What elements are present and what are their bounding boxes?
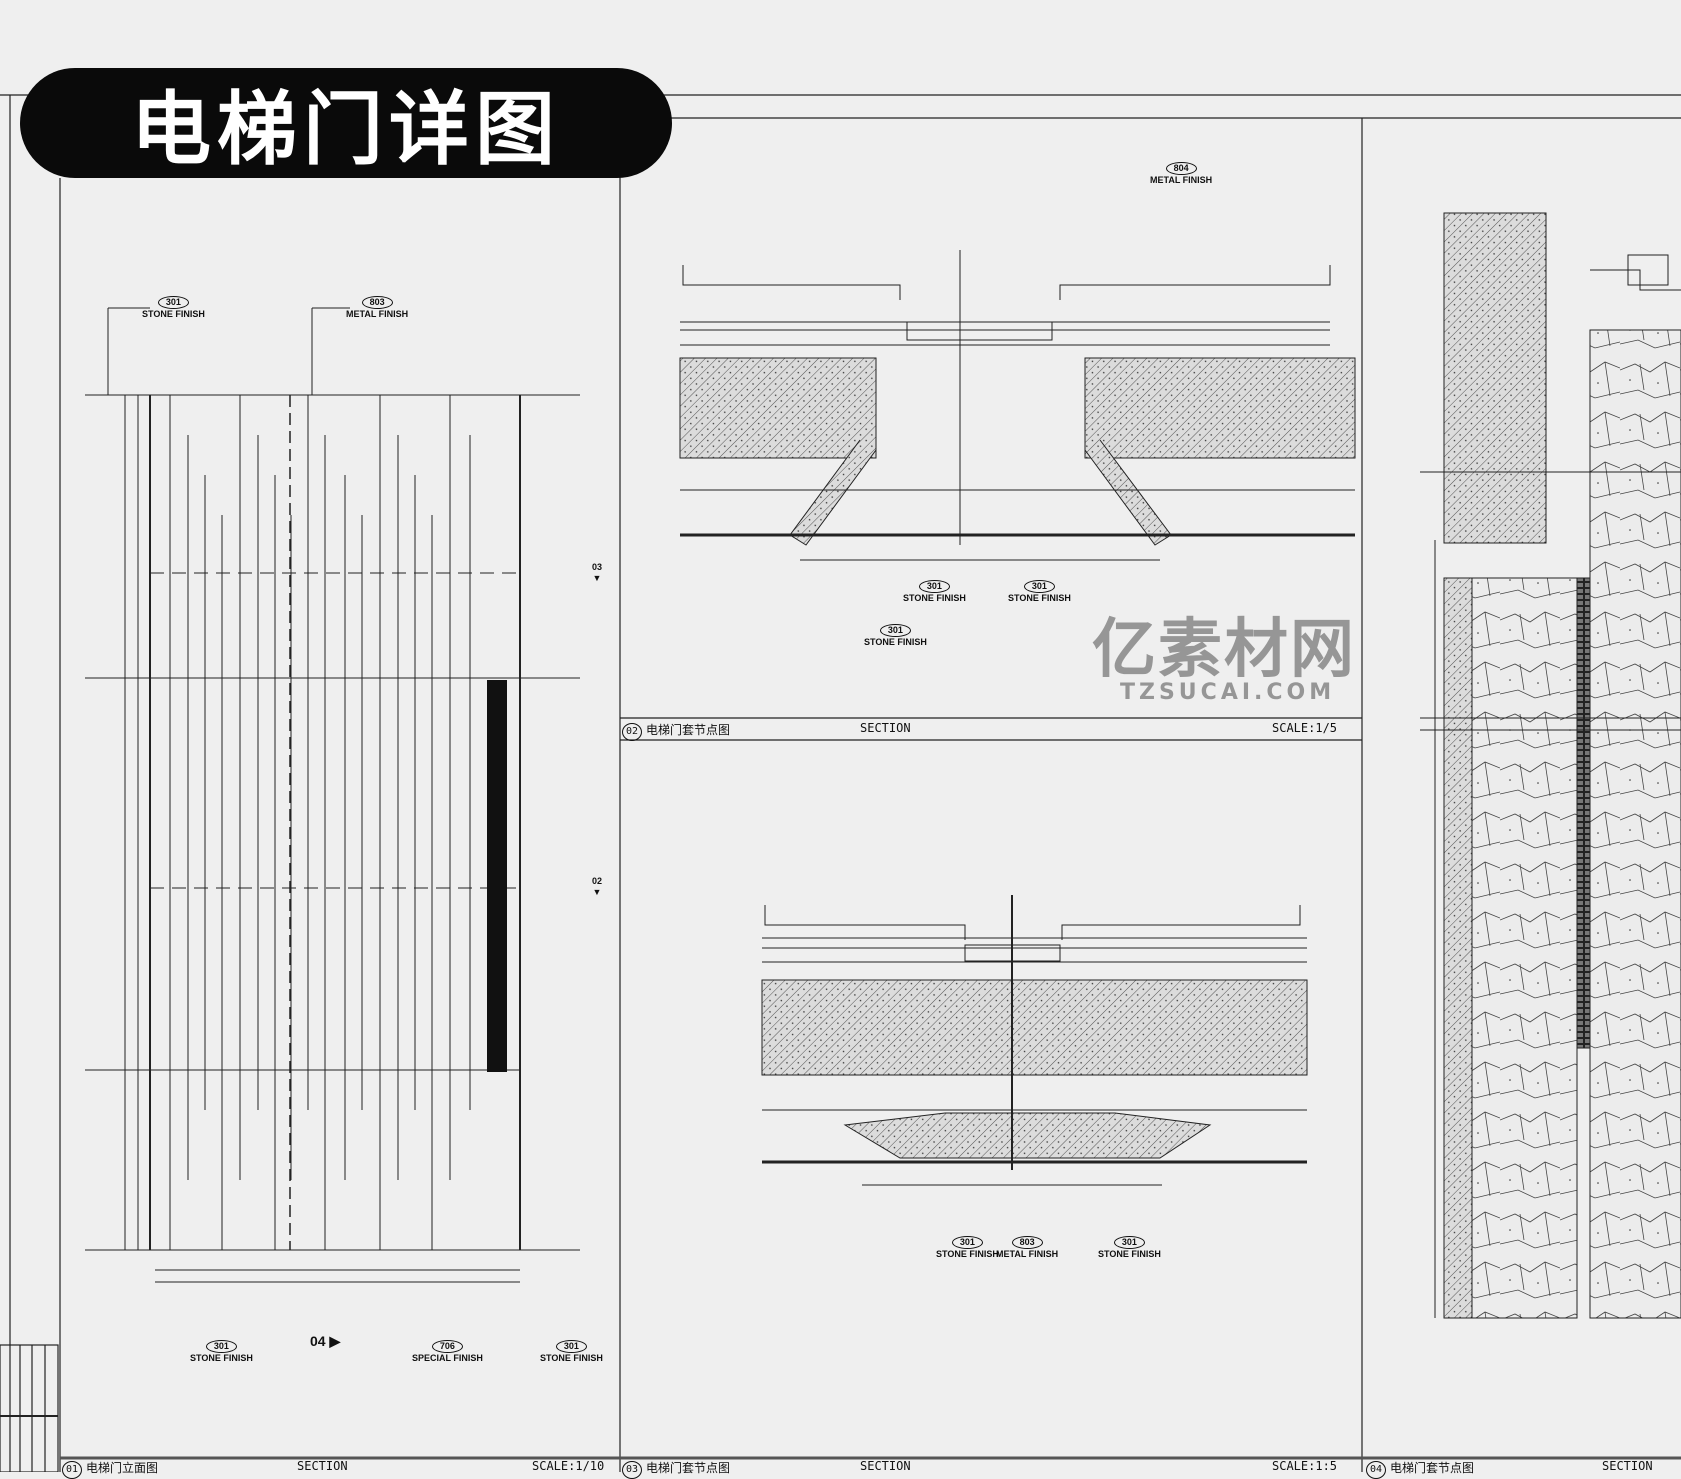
- watermark-brand: 亿素材网: [1092, 613, 1356, 687]
- watermark-url: TZSUCAI.COM: [1120, 680, 1336, 705]
- section-mark-02[interactable]: 02▼: [592, 876, 603, 897]
- sheet-frame: [0, 94, 1681, 1472]
- panel-01-elevation: [85, 307, 580, 1283]
- section-mark-03[interactable]: 03▼: [592, 562, 603, 583]
- title-banner: 电梯门详图: [20, 68, 672, 178]
- banner-title: 电梯门详图: [131, 83, 561, 176]
- section-mark-04[interactable]: 04 ▶: [310, 1333, 341, 1349]
- door-handle-strip: [487, 680, 507, 1072]
- panel-02-drawing: [679, 250, 1356, 561]
- panel-03-drawing: [761, 895, 1308, 1186]
- panel-04-drawing: [1420, 212, 1681, 1319]
